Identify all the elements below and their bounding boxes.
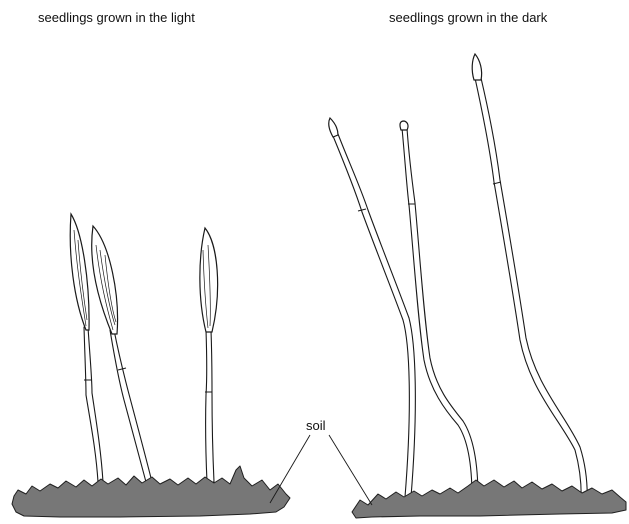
light-seedling-3: [199, 226, 219, 483]
soil-dark: [351, 479, 627, 519]
soil-leader-left: [269, 434, 311, 504]
dark-seedling-1: [328, 116, 416, 498]
caption-dark: seedlings grown in the dark: [389, 10, 548, 25]
light-seedling-1: [69, 212, 104, 483]
soil-leader-right: [328, 434, 373, 506]
caption-light: seedlings grown in the light: [38, 10, 195, 25]
light-seedling-2: [91, 224, 153, 483]
label-soil: soil: [306, 418, 326, 433]
dark-seedling-3: [471, 52, 588, 506]
soil-light: [11, 465, 291, 518]
